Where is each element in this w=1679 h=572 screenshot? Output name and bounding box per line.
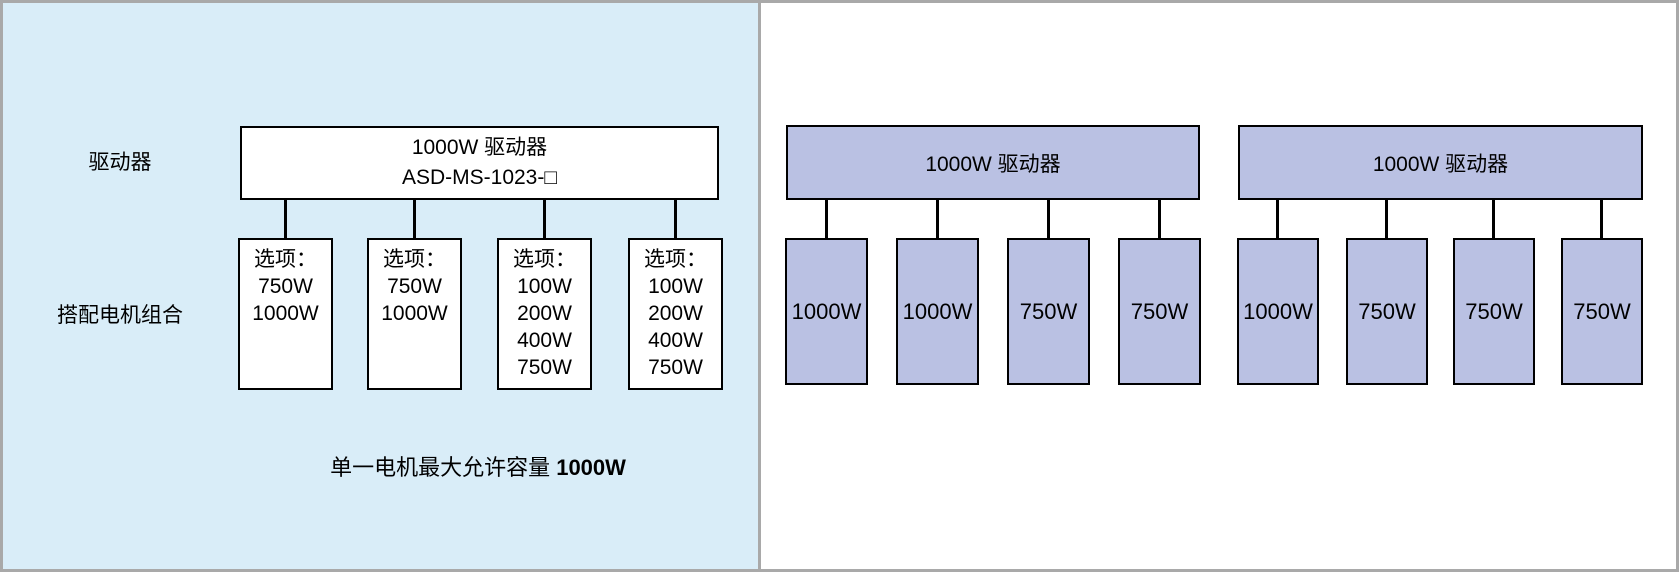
- option-value: 200W: [648, 302, 703, 325]
- max-capacity-caption: 单一电机最大允许容量 1000W: [238, 455, 718, 481]
- option-value: 100W: [517, 275, 572, 298]
- connector-line: [284, 198, 287, 240]
- option-value: 750W: [517, 356, 572, 379]
- option-value: 750W: [387, 275, 442, 298]
- option-value: 400W: [648, 329, 703, 352]
- caption-bold-value: 1000W: [556, 455, 626, 480]
- connector-line: [825, 198, 828, 240]
- connector-line: [674, 198, 677, 240]
- connector-line: [936, 198, 939, 240]
- connector-line: [413, 198, 416, 240]
- group1-motor-4: 750W: [1118, 238, 1201, 385]
- connector-line: [1047, 198, 1050, 240]
- panel-divider: [758, 3, 761, 569]
- option-value: 100W: [648, 275, 703, 298]
- left-driver-title: 1000W 驱动器: [411, 136, 548, 159]
- connector-line: [1600, 198, 1603, 240]
- option-box-title: 选项：: [254, 248, 317, 271]
- option-value: 400W: [517, 329, 572, 352]
- group2-driver-box: 1000W 驱动器: [1238, 125, 1643, 200]
- caption-text: 单一电机最大允许容量: [330, 455, 557, 480]
- group1-motor-1: 1000W: [785, 238, 868, 385]
- driver-row-label: 驱动器: [88, 151, 152, 174]
- connector-line: [1385, 198, 1388, 240]
- group2-motor-4: 750W: [1561, 238, 1643, 385]
- connector-line: [1158, 198, 1161, 240]
- motor-combination-row-label: 搭配电机组合: [57, 304, 183, 327]
- group1-driver-box: 1000W 驱动器: [786, 125, 1200, 200]
- option-box-title: 选项：: [513, 248, 576, 271]
- group2-motor-3: 750W: [1453, 238, 1535, 385]
- option-value: 1000W: [252, 302, 319, 325]
- option-box-1: 选项： 750W 1000W: [238, 238, 333, 390]
- left-driver-box: 1000W 驱动器 ASD-MS-1023-□: [240, 126, 719, 200]
- option-box-title: 选项：: [383, 248, 446, 271]
- option-box-title: 选项：: [644, 248, 707, 271]
- group2-motor-1: 1000W: [1237, 238, 1319, 385]
- option-value: 750W: [258, 275, 313, 298]
- connector-line: [1276, 198, 1279, 240]
- left-driver-model: ASD-MS-1023-□: [401, 166, 558, 189]
- option-value: 200W: [517, 302, 572, 325]
- option-box-4: 选项： 100W 200W 400W 750W: [628, 238, 723, 390]
- connector-line: [1492, 198, 1495, 240]
- group1-motor-3: 750W: [1007, 238, 1090, 385]
- connector-line: [543, 198, 546, 240]
- option-box-3: 选项： 100W 200W 400W 750W: [497, 238, 592, 390]
- group2-motor-2: 750W: [1346, 238, 1428, 385]
- option-value: 1000W: [381, 302, 448, 325]
- option-value: 750W: [648, 356, 703, 379]
- option-box-2: 选项： 750W 1000W: [367, 238, 462, 390]
- group1-motor-2: 1000W: [896, 238, 979, 385]
